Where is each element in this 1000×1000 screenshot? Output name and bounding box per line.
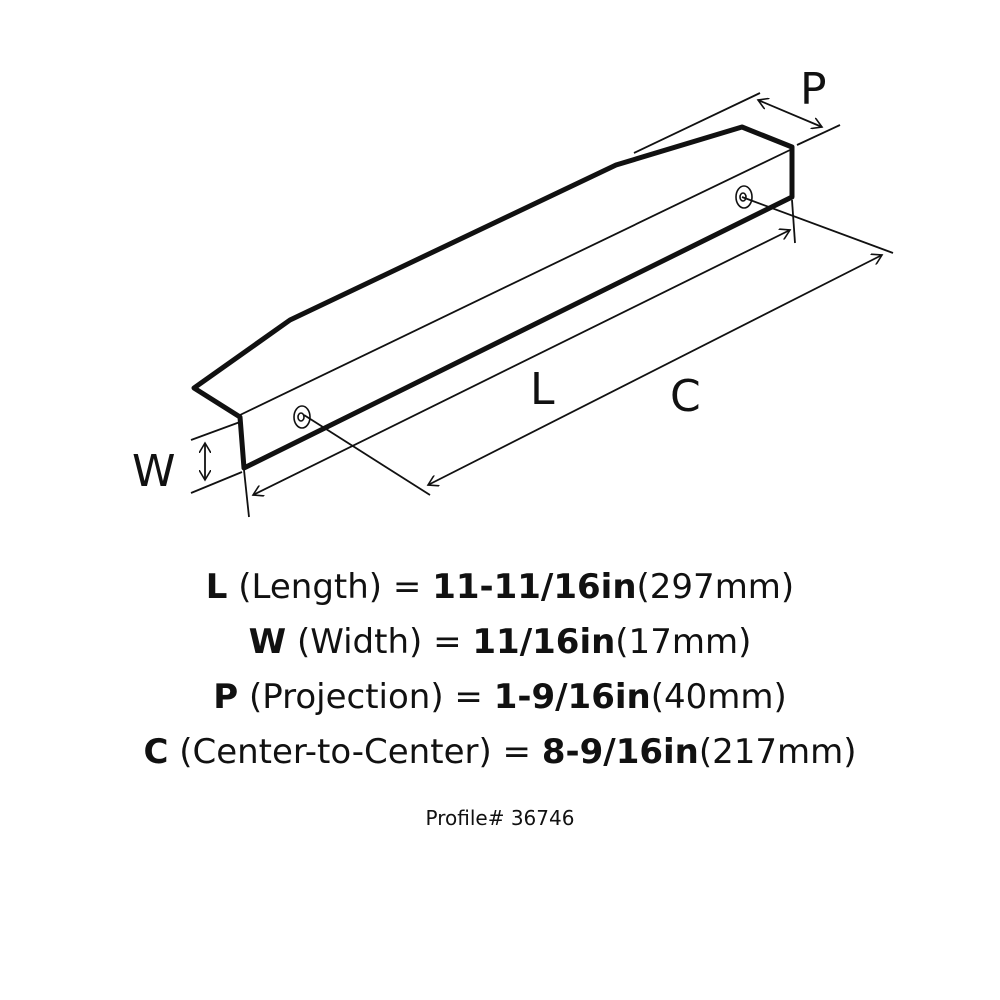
center-dimension — [428, 255, 882, 485]
spec-length: L (Length) = 11-11/16in(297mm) — [0, 570, 1000, 604]
label-p: P — [800, 64, 827, 115]
spec-letter: W — [248, 622, 287, 662]
spec-name: (Length) = — [238, 567, 422, 607]
profile-number: Profile# 36746 — [425, 806, 575, 830]
spec-letter: P — [213, 677, 239, 717]
spec-metric: (40mm) — [650, 677, 787, 717]
spec-projection: P (Projection) = 1-9/16in(40mm) — [0, 680, 1000, 714]
spec-metric: (17mm) — [615, 622, 752, 662]
projection-dimension — [758, 100, 822, 127]
spec-name: (Projection) = — [248, 677, 483, 717]
spec-width: W (Width) = 11/16in(17mm) — [0, 625, 1000, 659]
spec-metric: (297mm) — [636, 567, 795, 607]
spec-imperial: 11/16in — [472, 622, 616, 662]
spec-imperial: 11-11/16in — [432, 567, 637, 607]
hole-right — [735, 185, 753, 209]
spec-letter: C — [143, 732, 169, 772]
dimension-lines — [190, 92, 894, 518]
spec-name: (Center-to-Center) = — [179, 732, 532, 772]
spec-center-to-center: C (Center-to-Center) = 8-9/16in(217mm) — [0, 735, 1000, 769]
spec-letter: L — [205, 567, 228, 607]
label-w: W — [132, 446, 176, 497]
label-c: C — [670, 371, 701, 422]
pull-outline — [191, 124, 795, 471]
spec-metric: (217mm) — [698, 732, 857, 772]
spec-name: (Width) = — [296, 622, 462, 662]
length-dimension — [253, 230, 790, 495]
label-l: L — [530, 364, 555, 415]
spec-imperial: 1-9/16in — [493, 677, 651, 717]
spec-imperial: 8-9/16in — [541, 732, 699, 772]
